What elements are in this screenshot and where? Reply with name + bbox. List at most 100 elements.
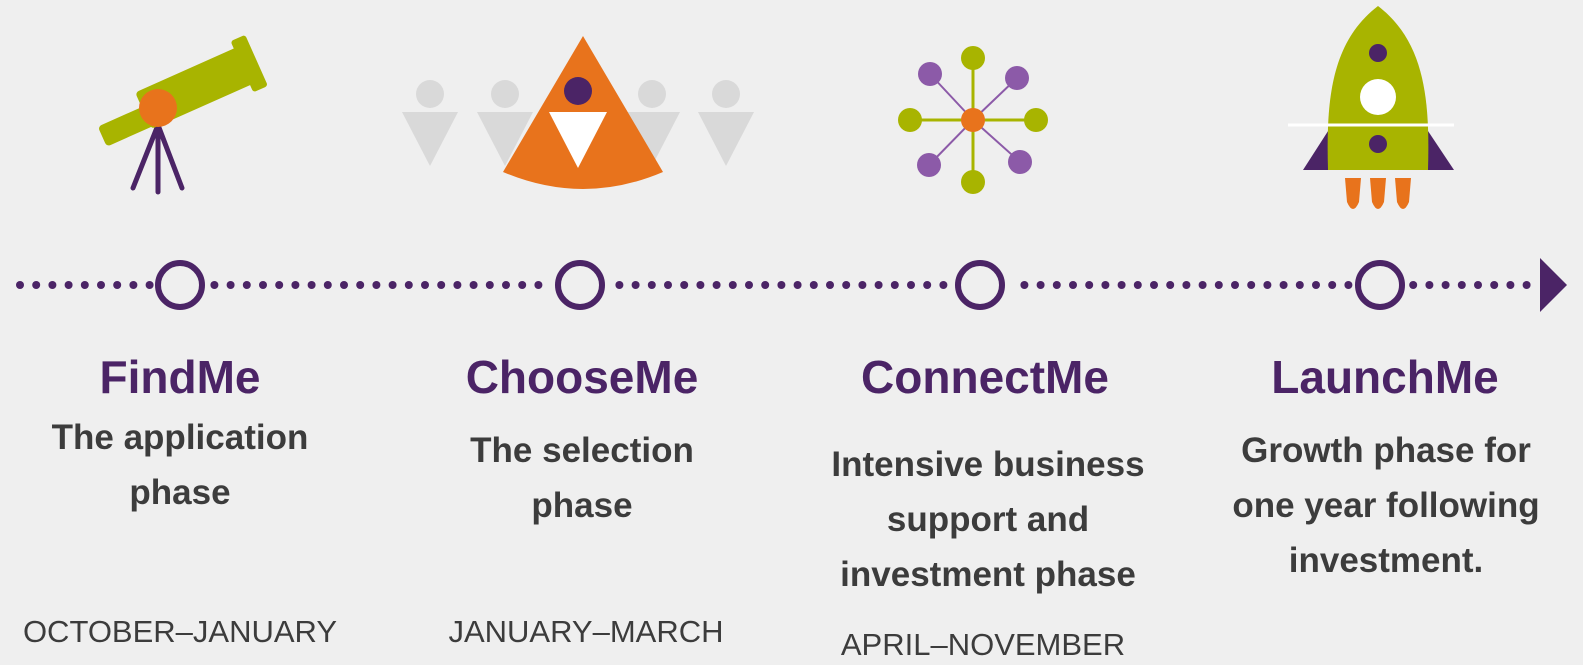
timeline-dot [728,281,737,289]
selection-cone-icon [402,36,754,189]
timeline-dot [1247,281,1256,289]
timeline-dot [1312,281,1320,289]
timeline-dot [890,281,899,289]
timeline-dot [291,281,300,289]
timeline-dot [1425,281,1434,289]
phase-chooseme-description: The selection phase [470,431,694,525]
network-icon [898,46,1048,194]
phase-findme-description: The application phase [51,418,309,512]
timeline-dot [356,281,365,289]
timeline-dot [907,281,915,289]
timeline-dot [615,281,624,289]
timeline-dots [16,281,1531,289]
timeline-dot [210,281,219,289]
timeline-dot [1101,281,1110,289]
phase-chooseme-dates: JANUARY–MARCH [448,614,724,649]
timeline-dot [631,281,640,289]
timeline-dot [842,281,851,289]
timeline-dot [534,281,543,289]
timeline-dot [1182,281,1191,289]
timeline-dot [826,281,834,289]
phase-connectme-name: ConnectMe [861,351,1109,403]
rocket-icon [1288,6,1454,209]
timeline-dot [680,281,689,289]
timeline-dot [1474,281,1482,289]
timeline-dot [647,281,656,289]
timeline-dot [421,281,429,289]
milestone-findme-circle [155,260,205,310]
timeline-dot [1328,281,1337,289]
timeline-dot [242,281,251,289]
timeline-dot [696,281,705,289]
timeline-dot [518,281,527,289]
timeline-dot [502,281,510,289]
milestone-chooseme-circle [555,260,605,310]
phase-findme-name: FindMe [99,351,261,403]
timeline-dot [1490,281,1499,289]
timeline-dot [1214,281,1223,289]
timeline [16,258,1567,312]
timeline-dot [1506,281,1515,289]
timeline-dot [437,281,446,289]
timeline-dot [1069,281,1077,289]
timeline-dot [1020,281,1029,289]
timeline-dot [939,281,948,289]
milestone-connectme-circle [955,260,1005,310]
phase-chooseme-name: ChooseMe [465,351,699,403]
timeline-dot [809,281,818,289]
phase-connectme-description: Intensive business support and investmen… [831,445,1145,594]
timeline-dot [1279,281,1288,289]
timeline-dot [1263,281,1272,289]
timeline-dot [113,281,122,289]
telescope-icon [99,35,267,195]
timeline-dot [485,281,494,289]
timeline-dot [259,281,267,289]
timeline-dot [226,281,235,289]
timeline-dot [97,281,105,289]
phase-connectme-dates: APRIL–NOVEMBER [840,627,1126,662]
timeline-dot [745,281,753,289]
timeline-dot [323,281,332,289]
timeline-dot [80,281,89,289]
timeline-dot [129,281,138,289]
milestone-launchme-circle [1355,260,1405,310]
timeline-dot [1409,281,1418,289]
phase-launchme-description: Growth phase for one year following inve… [1232,431,1540,580]
timeline-dot [1085,281,1094,289]
timeline-dot [1231,281,1239,289]
timeline-dot [793,281,802,289]
timeline-dot [1522,281,1531,289]
timeline-dot [16,281,24,289]
timeline-dot [1117,281,1126,289]
phase-findme-dates: OCTOBER–JANUARY [22,614,338,649]
timeline-dot [1166,281,1175,289]
timeline-dot [1150,281,1158,289]
timeline-dot [1295,281,1304,289]
timeline-dot [1441,281,1450,289]
timeline-dot [1344,281,1353,289]
timeline-dot [469,281,478,289]
timeline-dot [145,281,154,289]
timeline-dot [761,281,770,289]
timeline-dot [1457,281,1466,289]
timeline-dot [404,281,413,289]
timeline-dot [1052,281,1061,289]
timeline-dot [1133,281,1142,289]
timeline-dot [858,281,867,289]
timeline-dot [1036,281,1045,289]
timeline-dot [307,281,316,289]
timeline-dot [712,281,721,289]
timeline-dot [664,281,672,289]
timeline-dot [777,281,786,289]
timeline-dot [275,281,284,289]
timeline-dot [340,281,348,289]
timeline-dot [32,281,41,289]
timeline-dot [923,281,932,289]
timeline-dot [388,281,397,289]
timeline-dot [1198,281,1207,289]
phase-launchme-name: LaunchMe [1271,351,1499,403]
timeline-dot [372,281,381,289]
timeline-dot [64,281,73,289]
timeline-dot [453,281,462,289]
timeline-dot [48,281,57,289]
